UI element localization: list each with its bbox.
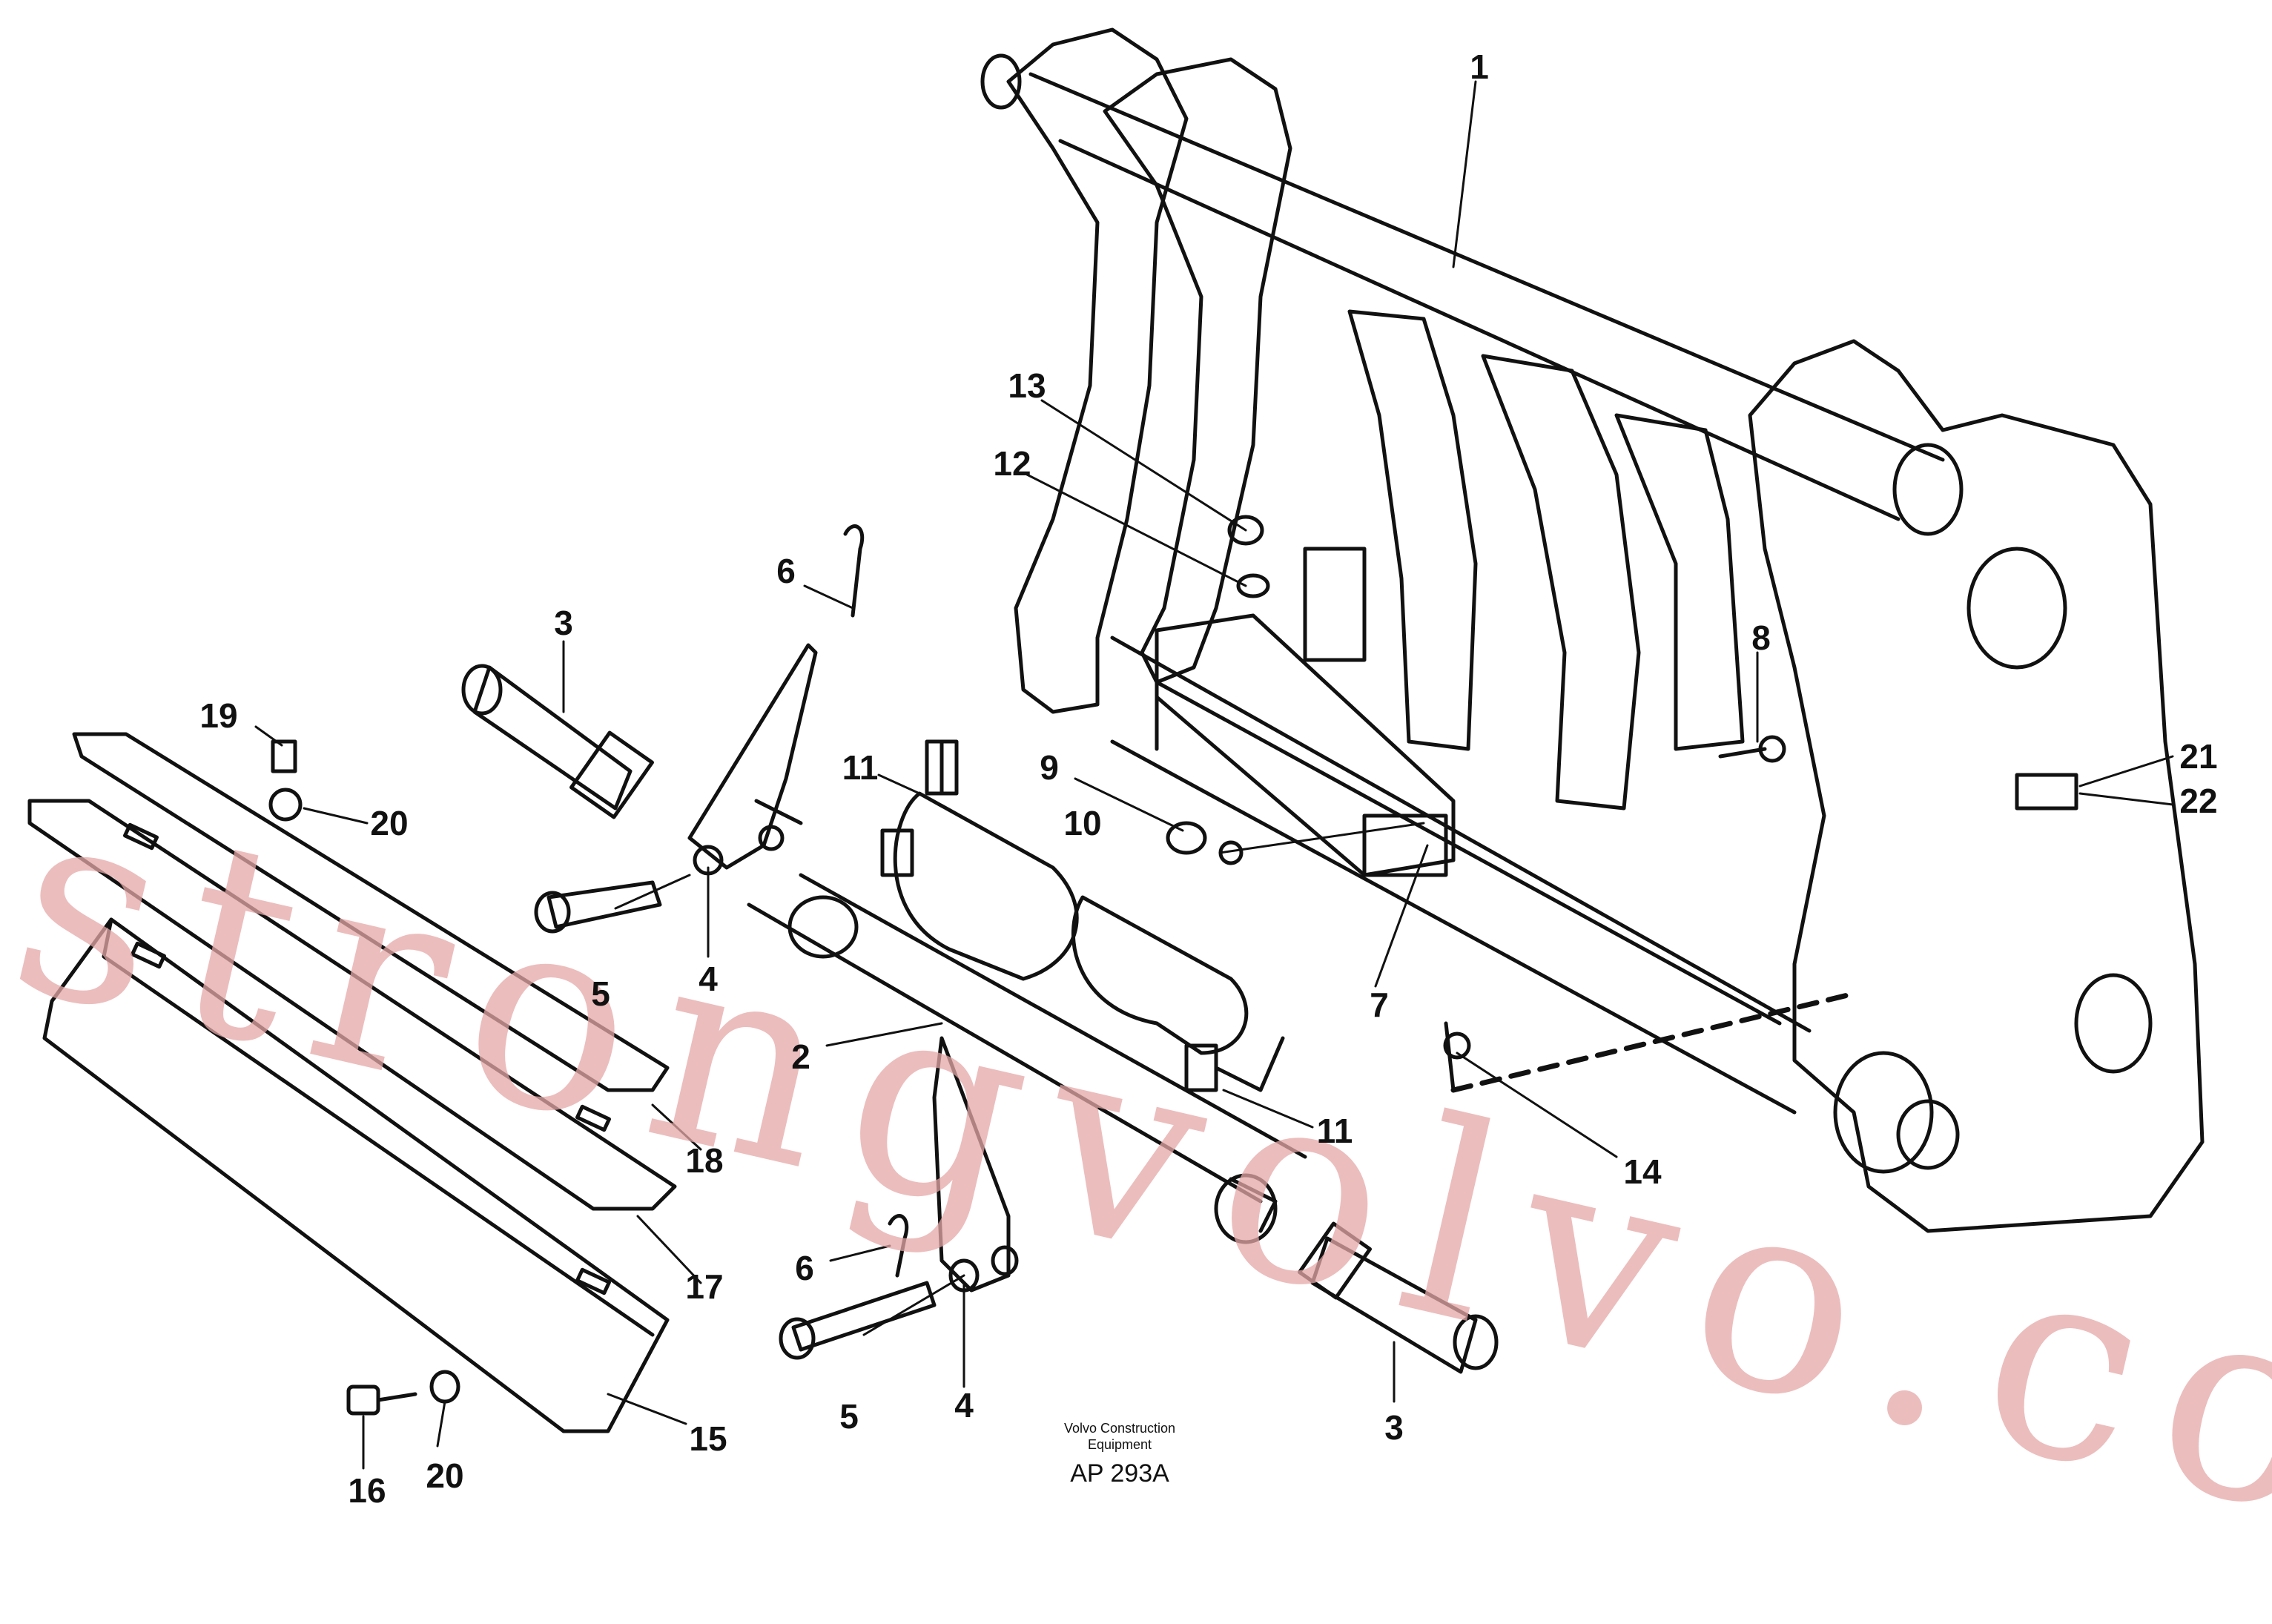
callout-12: 12: [993, 444, 1031, 483]
callout-13: 13: [1008, 366, 1046, 405]
callout-15: 15: [689, 1419, 727, 1458]
callout-11-upper: 11: [842, 748, 879, 787]
callout-4-lower: 4: [954, 1386, 974, 1425]
cover-plates: [27, 732, 677, 1433]
callout-22: 22: [2179, 782, 2218, 820]
leader-lines: [254, 80, 2174, 1470]
callout-10: 10: [1063, 804, 1102, 842]
callout-4-upper: 4: [699, 960, 718, 998]
callout-5-lower: 5: [839, 1397, 859, 1436]
upper-lever: [687, 643, 818, 876]
callout-7: 7: [1370, 986, 1389, 1024]
callout-8: 8: [1751, 618, 1771, 657]
callout-1: 1: [1470, 47, 1489, 86]
callout-21: 21: [2179, 737, 2218, 776]
hardware: [268, 515, 1786, 1416]
callout-9: 9: [1040, 748, 1059, 787]
frame-assembly: [980, 27, 2205, 1233]
lock-cylinder-assembly: [747, 739, 1307, 1244]
callout-19: 19: [199, 696, 238, 735]
lower-lever: [932, 1036, 1019, 1293]
callout-17: 17: [685, 1267, 724, 1306]
company-name-line2: Equipment: [1087, 1437, 1152, 1452]
callout-18: 18: [685, 1141, 724, 1180]
callout-6-lower: 6: [795, 1249, 814, 1287]
callout-20-upper: 20: [370, 804, 409, 842]
callout-2: 2: [791, 1037, 810, 1076]
company-name-line1: Volvo Construction: [1063, 1421, 1176, 1436]
callout-14: 14: [1623, 1152, 1662, 1191]
callout-20-lower: 20: [426, 1456, 464, 1495]
callout-16: 16: [348, 1471, 386, 1510]
callout-11-lower: 11: [1316, 1112, 1353, 1150]
callout-5-upper: 5: [591, 974, 610, 1013]
callout-3-upper: 3: [554, 604, 573, 642]
pins: [461, 524, 1499, 1374]
callout-6-upper: 6: [776, 552, 796, 590]
callout-3-lower: 3: [1384, 1408, 1404, 1447]
drawing-code: AP 293A: [1070, 1459, 1169, 1488]
